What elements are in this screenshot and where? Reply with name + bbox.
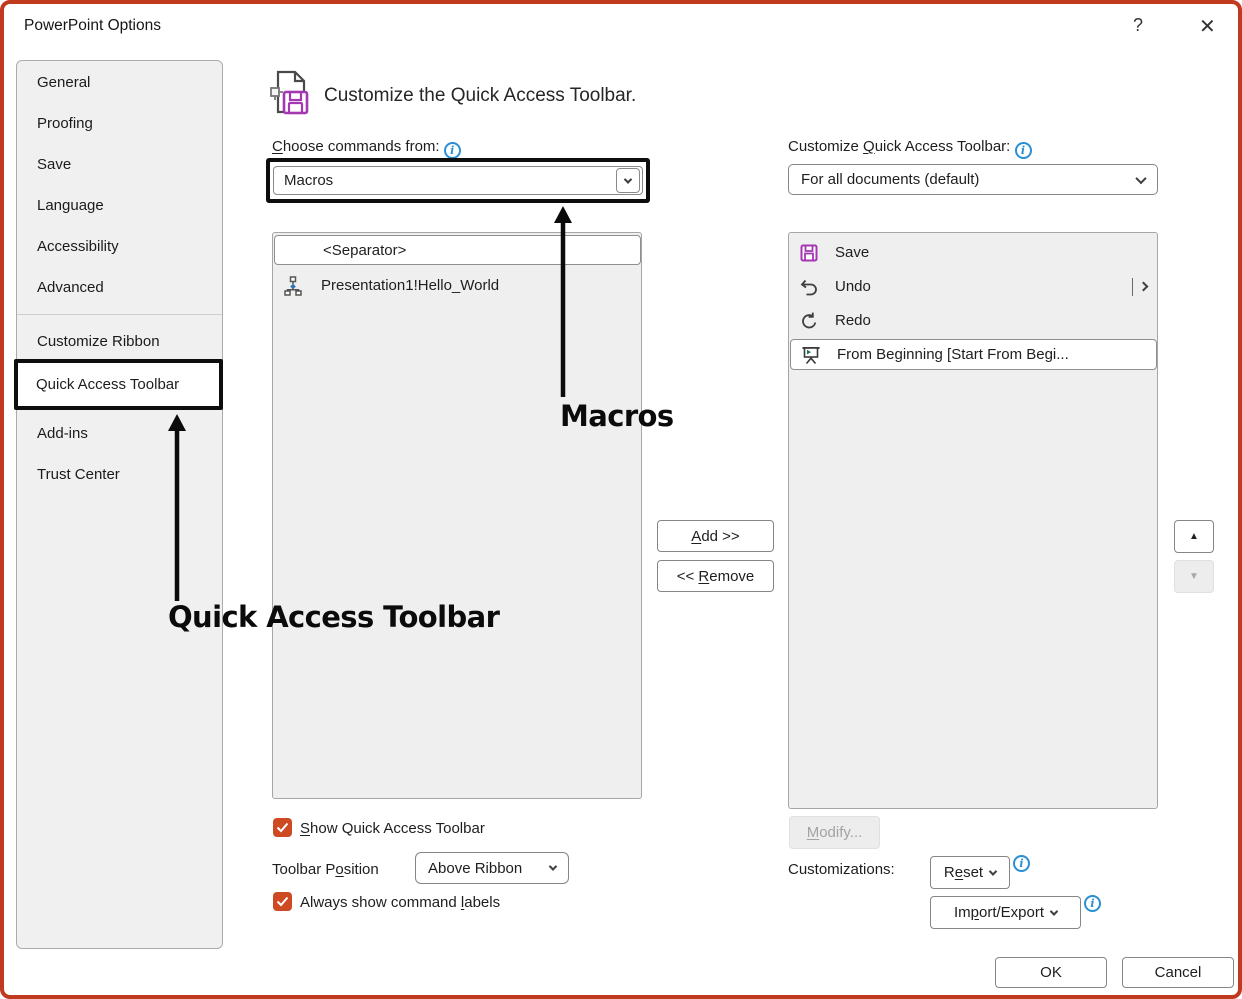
undo-expand-icon[interactable] — [1138, 281, 1149, 292]
sidebar-divider — [17, 314, 222, 315]
customizations-label: Customizations: — [788, 861, 895, 878]
list-item-label: Presentation1!Hello_World — [321, 277, 500, 294]
sidebar-item-accessibility[interactable]: Accessibility — [37, 238, 119, 255]
checkmark-icon — [276, 822, 289, 833]
sidebar-item-save[interactable]: Save — [37, 156, 72, 173]
chevron-down-icon — [548, 862, 558, 871]
choose-commands-label: Choose commands from: i — [272, 138, 461, 159]
sidebar-item-advanced[interactable]: Advanced — [37, 279, 104, 296]
undo-split-divider — [1132, 277, 1133, 296]
qat-annotation-box: Quick Access Toolbar — [14, 359, 223, 410]
remove-button[interactable]: << Remove — [657, 560, 774, 592]
modify-button: Modify... — [789, 816, 880, 849]
chevron-down-icon — [1049, 906, 1059, 916]
chevron-down-icon — [1135, 172, 1147, 184]
macros-annotation-arrow — [554, 206, 572, 397]
qat-item-from-beginning[interactable]: From Beginning [Start From Begi... — [790, 339, 1157, 370]
redo-icon — [802, 312, 817, 328]
chevron-down-icon[interactable] — [616, 168, 640, 193]
toolbar-position-dropdown[interactable]: Above Ribbon — [415, 852, 569, 884]
chevron-down-icon — [988, 866, 998, 876]
info-icon[interactable]: i — [1013, 855, 1030, 872]
macros-annotation-label: Macros — [560, 399, 674, 433]
ok-button[interactable]: OK — [995, 957, 1107, 988]
import-export-button[interactable]: Import/Export — [930, 896, 1081, 929]
add-button[interactable]: Add >> — [657, 520, 774, 552]
macros-annotation-box: Macros — [266, 158, 650, 203]
sidebar: General Proofing Save Language Accessibi… — [16, 60, 223, 949]
choose-commands-dropdown[interactable]: Macros — [273, 166, 643, 195]
info-icon[interactable]: i — [1084, 895, 1101, 912]
qat-annotation-arrow — [168, 414, 186, 601]
checkmark-icon — [276, 896, 289, 907]
close-icon[interactable]: ✕ — [1199, 16, 1216, 38]
undo-icon — [800, 279, 817, 295]
macro-icon — [284, 275, 302, 296]
list-item-macro[interactable]: Presentation1!Hello_World — [273, 270, 641, 301]
sidebar-item-customize-ribbon[interactable]: Customize Ribbon — [37, 333, 160, 350]
cancel-button[interactable]: Cancel — [1122, 957, 1234, 988]
sidebar-item-trust-center[interactable]: Trust Center — [37, 466, 120, 483]
help-icon[interactable]: ? — [1133, 15, 1144, 35]
sidebar-item-general[interactable]: General — [37, 74, 91, 91]
reset-button[interactable]: Reset — [930, 856, 1010, 889]
move-up-button[interactable]: ▲ — [1174, 520, 1214, 553]
sidebar-item-language[interactable]: Language — [37, 197, 104, 214]
list-item-separator[interactable]: <Separator> — [274, 235, 641, 265]
sidebar-item-proofing[interactable]: Proofing — [37, 115, 93, 132]
choose-commands-value: Macros — [284, 172, 334, 189]
qat-listbox[interactable]: Save Undo Redo From Begi — [788, 232, 1158, 809]
command-labels-label: Always show command labels — [300, 894, 501, 911]
page-title: Customize the Quick Access Toolbar. — [324, 85, 637, 106]
qat-item-undo[interactable]: Undo — [789, 270, 1157, 303]
document-scope-dropdown[interactable]: For all documents (default) — [788, 164, 1158, 195]
qat-item-redo[interactable]: Redo — [789, 304, 1157, 337]
toolbar-position-value: Above Ribbon — [428, 859, 523, 877]
from-beginning-icon — [802, 346, 820, 364]
customize-qat-label: Customize Quick Access Toolbar: i — [788, 138, 1032, 159]
show-qat-checkbox[interactable] — [273, 818, 292, 837]
up-arrow-icon: ▲ — [1189, 531, 1199, 542]
info-icon[interactable]: i — [443, 142, 461, 159]
show-qat-label: Show Quick Access Toolbar — [300, 820, 485, 837]
sidebar-item-quick-access-toolbar[interactable]: Quick Access Toolbar — [36, 376, 180, 393]
sidebar-item-add-ins[interactable]: Add-ins — [37, 425, 88, 442]
down-arrow-icon: ▼ — [1189, 571, 1199, 582]
toolbar-position-label: Toolbar Position — [272, 861, 379, 878]
window-title: PowerPoint Options — [24, 17, 161, 34]
commands-listbox[interactable]: <Separator> Presentation1!Hello_World — [272, 232, 642, 799]
move-down-button: ▼ — [1174, 560, 1214, 593]
qat-annotation-label: Quick Access Toolbar — [168, 600, 500, 634]
save-icon — [800, 244, 818, 261]
document-scope-value: For all documents (default) — [801, 171, 980, 188]
command-labels-checkbox[interactable] — [273, 892, 292, 911]
qat-item-save[interactable]: Save — [789, 236, 1157, 269]
info-icon[interactable]: i — [1014, 142, 1032, 159]
customize-qat-icon — [270, 70, 309, 115]
